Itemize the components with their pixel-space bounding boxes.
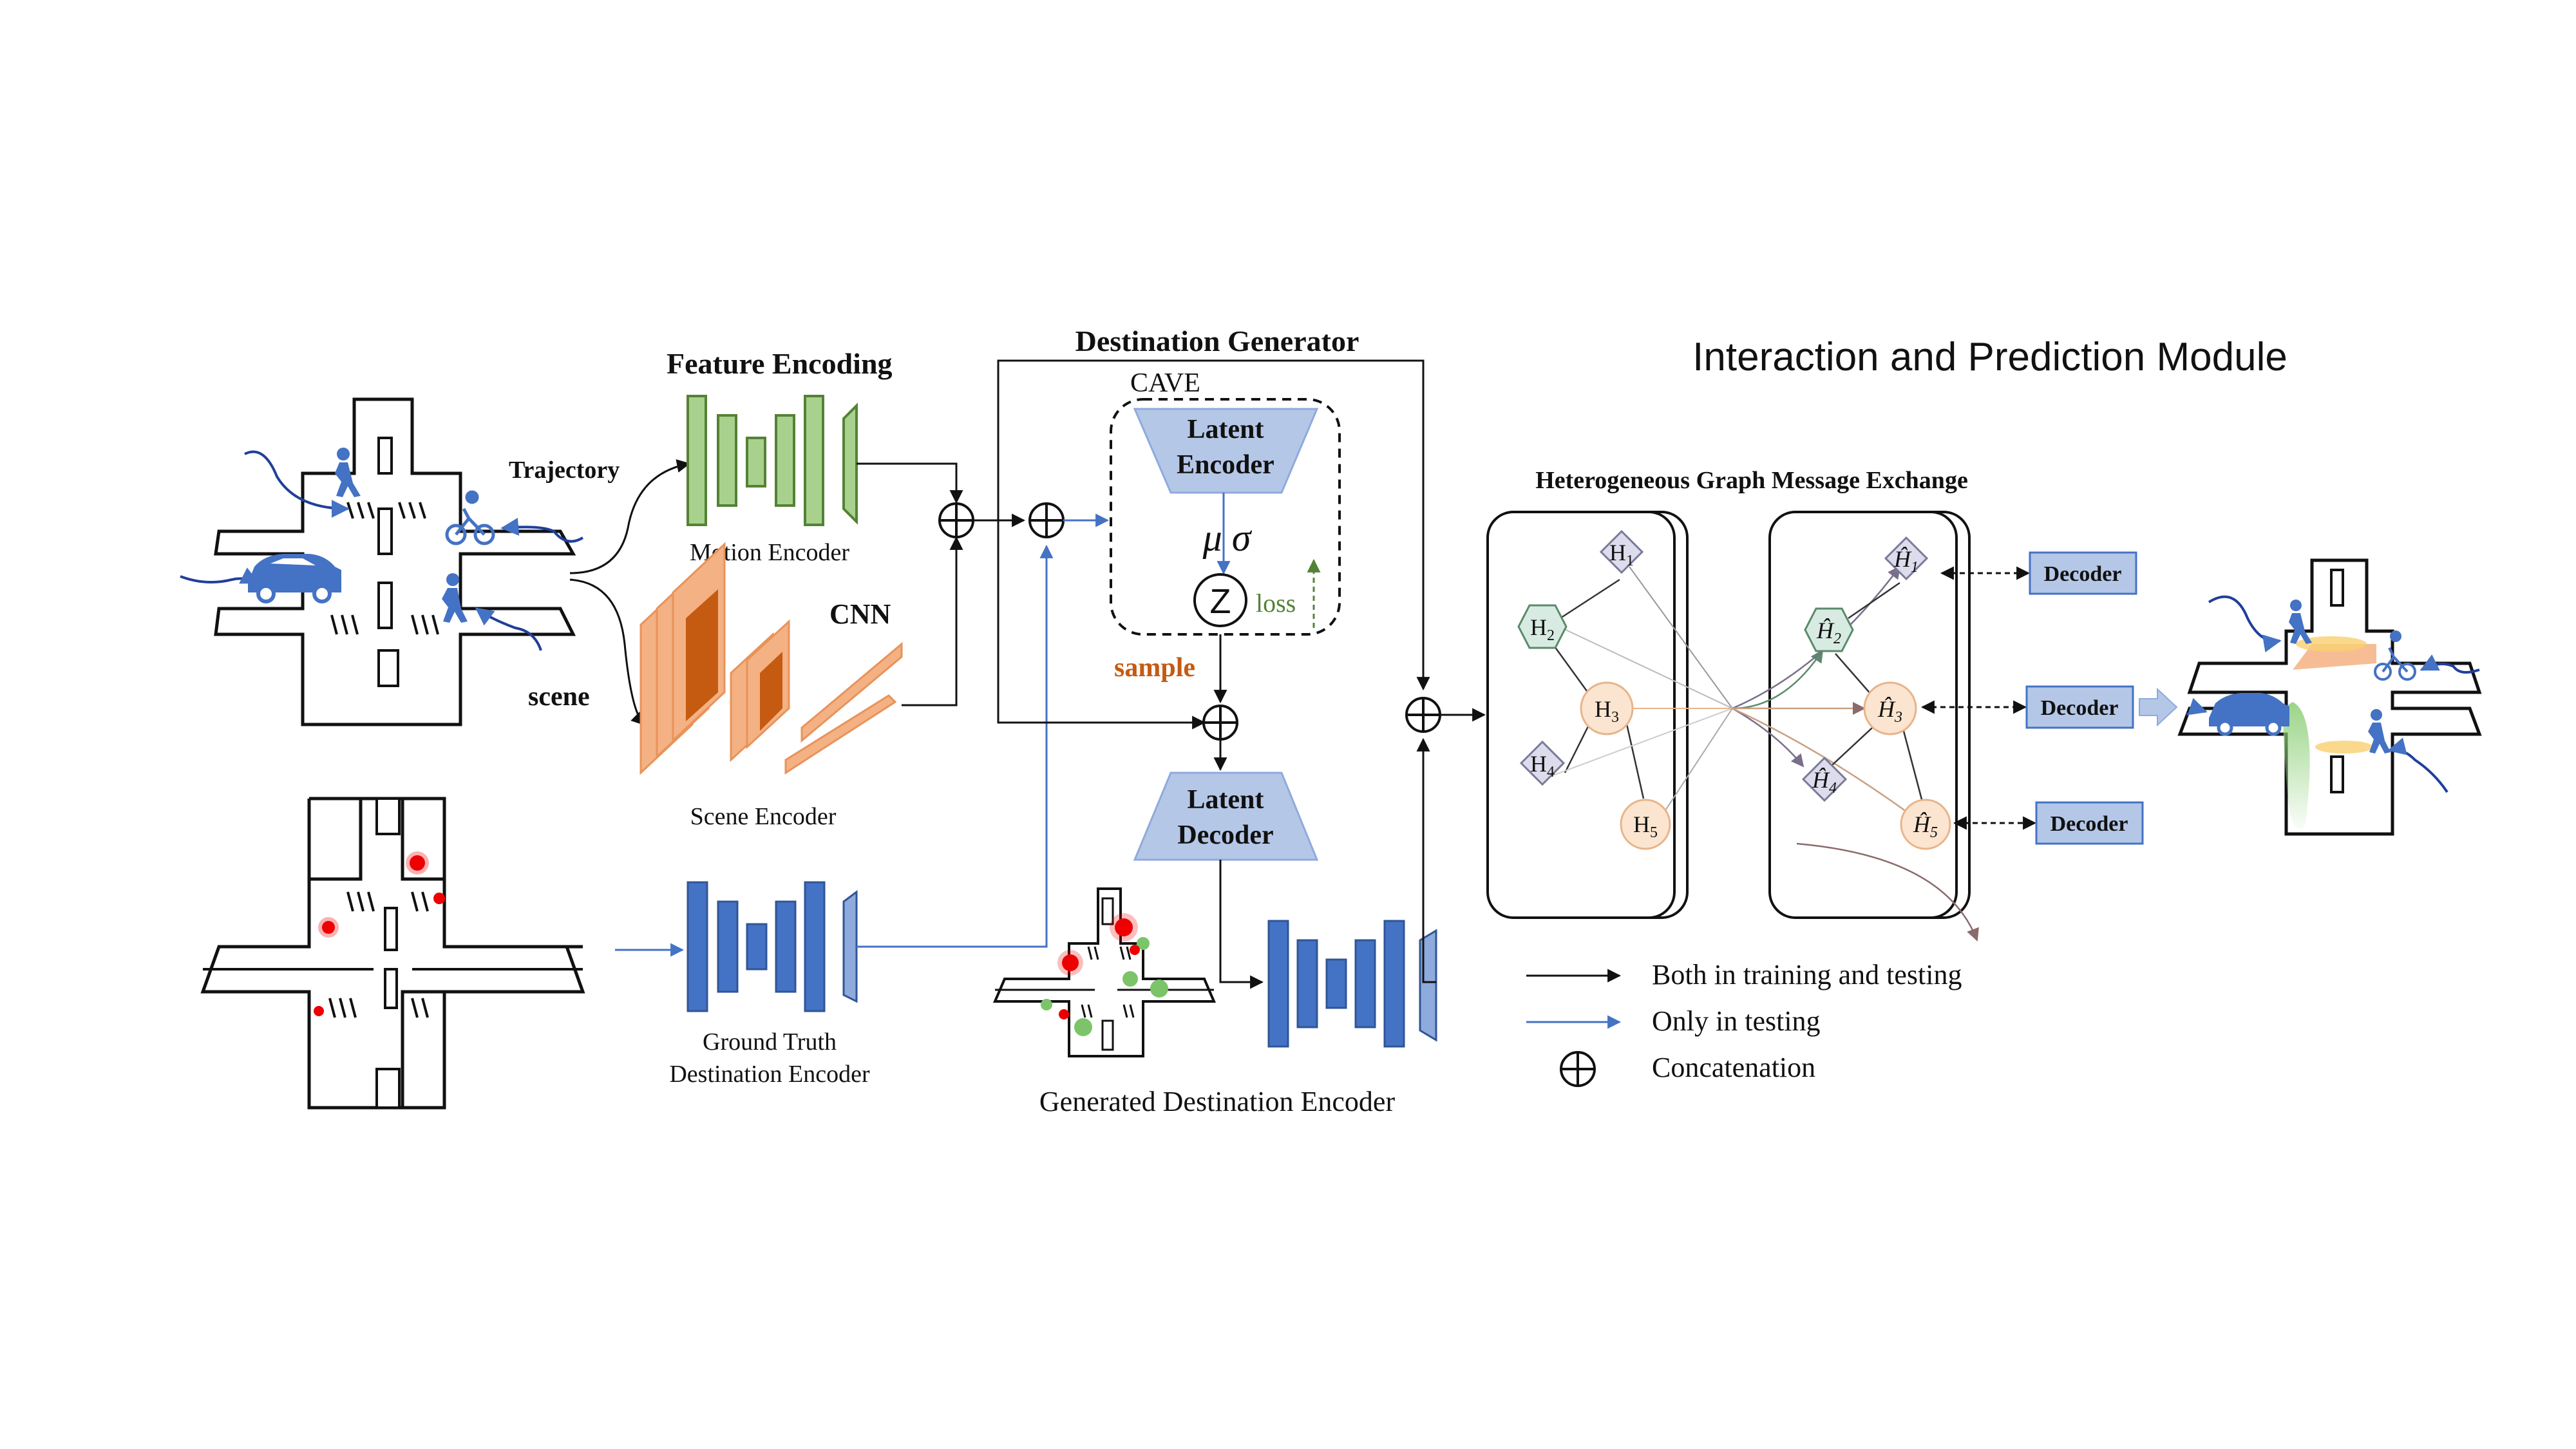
generated-destination-encoder	[1267, 920, 1437, 1048]
pedestrian-icon	[2289, 600, 2312, 644]
output-intersection	[2177, 558, 2482, 836]
graph-exchange-title: Heterogeneous Graph Message Exchange	[1535, 467, 1968, 494]
concat-icon	[1560, 1051, 1596, 1087]
gt-encoder-label-line2: Destination Encoder	[669, 1061, 870, 1088]
scene-intersection-top: Trajectory scene	[180, 397, 691, 726]
node-h5	[1620, 799, 1671, 850]
node-h1	[1599, 529, 1644, 574]
legend-both: Both in training and testing	[1652, 959, 1962, 990]
node-h1-label: H1	[1609, 540, 1634, 569]
legend-testing: Only in testing	[1652, 1005, 1821, 1037]
sample-label: sample	[1114, 653, 1195, 683]
node-h4-label: H4	[1530, 751, 1555, 781]
interaction-module-title: Interaction and Prediction Module	[1692, 335, 2287, 379]
feature-encoding-title: Feature Encoding	[667, 347, 893, 380]
latent-decoder-label-line1: Latent	[1188, 785, 1264, 815]
legend: Both in training and testing Only in tes…	[1526, 959, 1962, 1087]
latent-encoder-label-line1: Latent	[1188, 415, 1264, 444]
generated-intersection	[992, 887, 1217, 1057]
trajectory-label: Trajectory	[509, 457, 620, 484]
car-icon	[248, 554, 341, 603]
node-h1-hat-label: Ĥ1	[1893, 546, 1918, 576]
decoder-3: Decoder	[1953, 801, 2144, 845]
node-h2-hat-label: Ĥ2	[1816, 618, 1841, 647]
gt-encoder-label-line1: Ground Truth	[703, 1028, 837, 1056]
node-h2-label: H2	[1530, 614, 1555, 644]
node-h5-label: H5	[1633, 811, 1658, 841]
node-h3-label: H3	[1595, 696, 1619, 726]
motion-encoder	[687, 395, 858, 526]
node-h5-hat	[1900, 799, 1951, 850]
cnn-label: CNN	[829, 598, 891, 630]
latent-decoder	[1133, 772, 1319, 861]
graph-panel-output: Ĥ1 Ĥ2 Ĥ3 Ĥ4 Ĥ5	[1732, 511, 1979, 942]
cyclist-icon	[2374, 630, 2416, 681]
node-h4	[1519, 740, 1566, 786]
scene-intersection-bottom	[200, 797, 685, 1110]
car-icon	[2209, 693, 2289, 736]
node-h4-hat-label: Ĥ4	[1812, 767, 1837, 797]
latent-encoder-label-line2: Encoder	[1177, 450, 1274, 480]
z-label: Z	[1210, 582, 1231, 621]
output-arrow	[2139, 687, 2178, 727]
concat-icon	[938, 502, 974, 538]
cave-box	[1110, 398, 1341, 636]
decoder-2-label: Decoder	[2041, 696, 2119, 720]
node-h3-hat-label: Ĥ3	[1877, 696, 1902, 726]
destination-generator-title: Destination Generator	[1075, 325, 1359, 357]
legend-concat: Concatenation	[1652, 1052, 1815, 1083]
decoder-1-label: Decoder	[2044, 562, 2122, 586]
generated-encoder-label: Generated Destination Encoder	[1039, 1086, 1396, 1117]
concat-icon	[1202, 705, 1238, 741]
decoder-2: Decoder	[1920, 685, 2134, 729]
scene-encoder-label: Scene Encoder	[690, 803, 837, 830]
node-h2	[1517, 604, 1567, 649]
node-h4-hat	[1801, 756, 1848, 802]
decoder-3-label: Decoder	[2050, 812, 2128, 836]
node-h5-hat-label: Ĥ5	[1913, 811, 1938, 841]
node-h1-hat	[1884, 536, 1929, 581]
concat-icon	[1405, 697, 1441, 733]
decoder-1: Decoder	[1940, 551, 2137, 595]
latent-encoder	[1133, 408, 1319, 494]
latent-z-node	[1193, 573, 1247, 627]
pedestrian-icon	[2368, 709, 2391, 753]
mu-sigma-label: μ σ	[1202, 516, 1253, 559]
node-h2-hat	[1804, 607, 1854, 652]
node-h3-hat	[1863, 681, 1917, 735]
latent-decoder-label-line2: Decoder	[1177, 820, 1273, 850]
loss-label: loss	[1256, 589, 1296, 618]
scene-label: scene	[528, 682, 590, 712]
concat-icon	[1028, 502, 1065, 538]
pedestrian-icon	[442, 573, 468, 623]
cave-label: CAVE	[1130, 368, 1200, 398]
cyclist-icon	[445, 490, 495, 545]
scene-encoder	[639, 542, 903, 775]
gt-destination-encoder	[687, 881, 858, 1012]
pedestrian-icon	[335, 448, 361, 497]
graph-panel-input: H1 H2 H3 H4 H5	[1486, 511, 1733, 919]
node-h3	[1580, 681, 1634, 735]
